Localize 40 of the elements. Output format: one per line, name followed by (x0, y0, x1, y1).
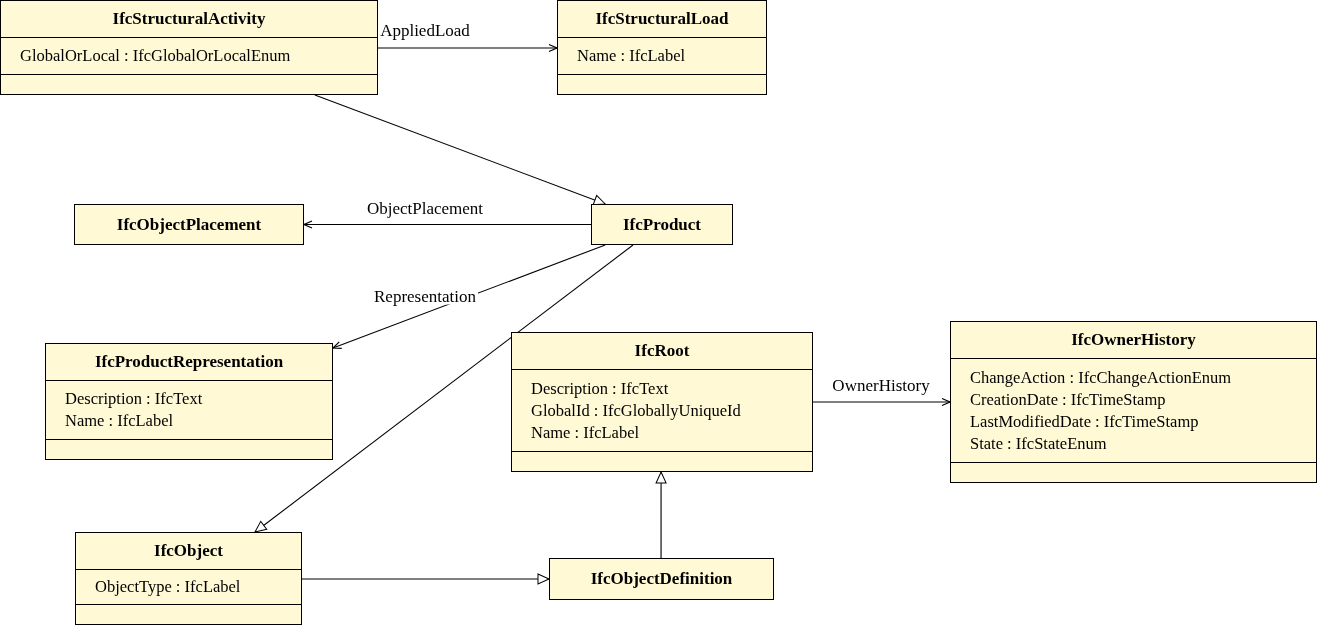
class-name: IfcObjectDefinition (590, 568, 733, 591)
attribute-text: Name : IfcLabel (531, 421, 641, 444)
class-box (591, 204, 733, 245)
attribute-text: State : IfcStateEnum (970, 432, 1108, 455)
class-box (45, 343, 333, 460)
edge-label: ObjectPlacement (364, 199, 486, 217)
class-name: IfcStructuralLoad (595, 8, 729, 31)
class-box (557, 0, 767, 95)
association-arrow (377, 43, 558, 53)
class-box (549, 558, 774, 600)
class-name: IfcProduct (622, 213, 702, 236)
attribute-text: CreationDate : IfcTimeStamp (970, 388, 1167, 411)
association-arrow (332, 244, 606, 350)
class-name: IfcRoot (634, 340, 690, 363)
attribute-text: Description : IfcText (531, 377, 670, 400)
class-name: IfcOwnerHistory (1071, 329, 1196, 352)
class-name: IfcStructuralActivity (112, 8, 266, 31)
association-arrow (303, 220, 592, 229)
attribute-text: GlobalId : IfcGloballyUniqueId (531, 399, 742, 422)
class-box (511, 332, 813, 472)
class-box (0, 0, 378, 95)
attribute-text: ChangeAction : IfcChangeActionEnum (970, 366, 1233, 389)
attribute-text: ObjectType : IfcLabel (95, 576, 242, 598)
generalization-arrow (655, 471, 667, 559)
generalization-arrow (254, 244, 634, 533)
class-box (74, 204, 304, 245)
generalization-arrow (314, 94, 606, 206)
attribute-text: Name : IfcLabel (65, 410, 175, 432)
attribute-text: GlobalOrLocal : IfcGlobalOrLocalEnum (20, 45, 292, 67)
attribute-text: Description : IfcText (65, 388, 204, 410)
attribute-text: LastModifiedDate : IfcTimeStamp (970, 410, 1200, 433)
association-arrow (812, 397, 951, 407)
class-name: IfcProductRepresentation (94, 351, 284, 374)
class-box (950, 321, 1317, 483)
class-name: IfcObject (154, 540, 223, 563)
attribute-text: Name : IfcLabel (577, 45, 687, 67)
edge-label: AppliedLoad (378, 21, 472, 39)
generalization-arrow (301, 573, 550, 585)
class-box (75, 532, 302, 625)
class-name: IfcObjectPlacement (116, 213, 262, 236)
